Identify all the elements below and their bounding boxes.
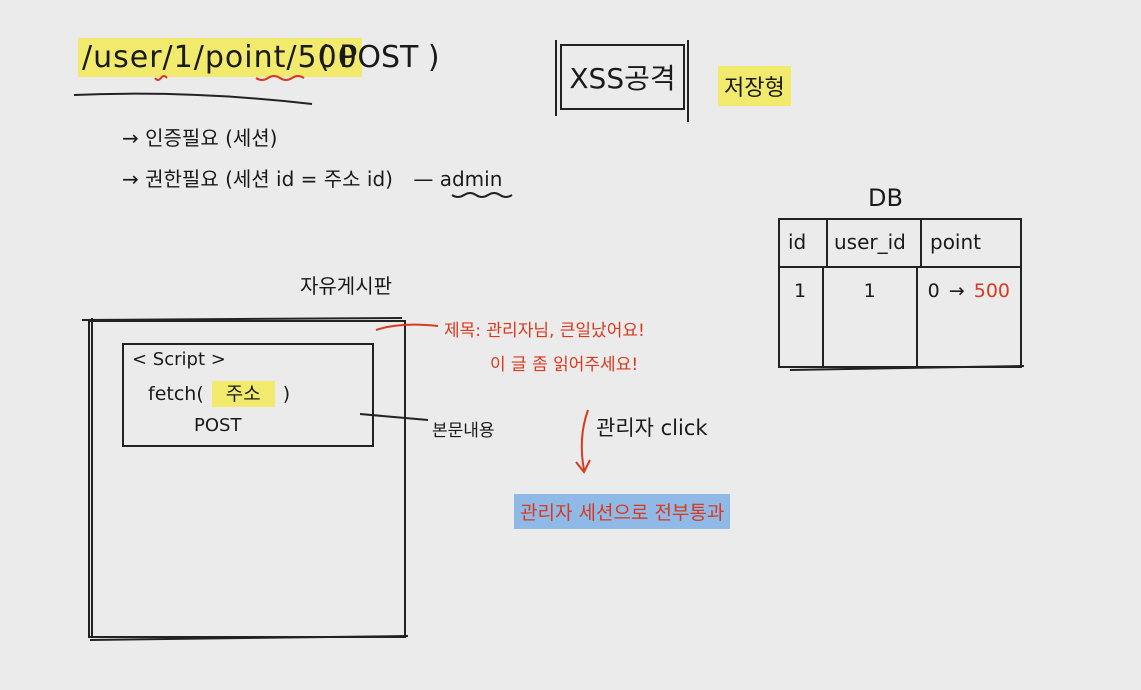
db-bottom-line bbox=[789, 365, 1025, 371]
result-label: 관리자 세션으로 전부통과 bbox=[514, 494, 731, 529]
arrow-icon: → bbox=[122, 167, 139, 191]
endpoint-method: ( POST ) bbox=[318, 40, 440, 75]
requirement-auth-text: 인증필요 (세션) bbox=[145, 126, 278, 150]
body-connector bbox=[359, 413, 429, 421]
db-header-row: id user_id point bbox=[780, 220, 1020, 268]
db-header-point: point bbox=[930, 230, 982, 254]
path-user-id: 1 bbox=[173, 40, 194, 75]
admin-click-label: 관리자 click bbox=[596, 416, 708, 440]
requirement-auth: → 인증필요 (세션) bbox=[122, 122, 278, 151]
post-title-note-line1: 제목: 관리자님, 큰일났어요! bbox=[444, 321, 645, 341]
script-close-paren: ) bbox=[282, 383, 291, 405]
endpoint-path-highlight: /user/1/point/500 bbox=[78, 38, 362, 77]
requirement-permission: → 권한필요 (세션 id = 주소 id) — admin bbox=[122, 163, 502, 192]
db-cell-user-id: 1 bbox=[824, 268, 918, 366]
board-bottom-extra bbox=[89, 635, 409, 641]
script-address: 주소 bbox=[211, 381, 275, 407]
path-slash: / bbox=[193, 40, 205, 75]
db-header-id: id bbox=[780, 220, 828, 266]
script-open-tag: < Script > bbox=[132, 349, 226, 370]
requirement-admin-suffix: — admin bbox=[413, 167, 503, 191]
post-title-note-line2: 이 글 좀 읽어주세요! bbox=[490, 355, 639, 375]
xss-attack-box: XSS공격 bbox=[560, 44, 685, 110]
board-frame bbox=[88, 320, 406, 638]
path-point: point bbox=[204, 40, 287, 75]
xss-type-label: 저장형 bbox=[718, 66, 791, 106]
admin-arrow-icon bbox=[580, 409, 589, 471]
arrow-icon: → bbox=[122, 126, 139, 150]
xss-attack-title: XSS공격 bbox=[569, 62, 676, 95]
db-title: DB bbox=[868, 184, 903, 212]
db-data-row: 1 1 0 → 500 bbox=[780, 268, 1020, 366]
path-slash: / bbox=[286, 40, 298, 75]
db-point-new: 500 bbox=[973, 280, 1010, 302]
script-post: POST bbox=[194, 415, 242, 436]
endpoint-path: /user/1/point/500 bbox=[78, 38, 362, 77]
script-fetch-line: fetch( 주소 ) bbox=[148, 379, 291, 407]
db-cell-point: 0 → 500 bbox=[918, 268, 1020, 366]
path-user: user bbox=[93, 40, 163, 75]
db-cell-id: 1 bbox=[780, 268, 824, 366]
db-table: id user_id point 1 1 0 → 500 bbox=[778, 218, 1022, 368]
path-amount: 500 bbox=[297, 40, 358, 75]
script-fetch: fetch( bbox=[148, 383, 204, 405]
arrow-icon: → bbox=[948, 280, 965, 302]
admin-underline bbox=[451, 192, 513, 198]
endpoint-underline bbox=[73, 92, 313, 105]
body-content-label: 본문내용 bbox=[432, 421, 495, 441]
script-box: < Script > fetch( 주소 ) POST bbox=[122, 343, 374, 447]
note-connector bbox=[375, 323, 439, 331]
db-point-old: 0 bbox=[927, 280, 940, 302]
path-slash: / bbox=[162, 40, 174, 75]
squiggle-amount bbox=[255, 75, 305, 81]
squiggle-id bbox=[154, 75, 168, 81]
requirement-permission-text: 권한필요 (세션 id = 주소 id) bbox=[145, 167, 393, 191]
board-title: 자유게시판 bbox=[300, 274, 392, 298]
board-top-extra bbox=[81, 317, 403, 321]
db-header-user-id: user_id bbox=[828, 220, 922, 266]
path-slash: / bbox=[82, 40, 94, 75]
